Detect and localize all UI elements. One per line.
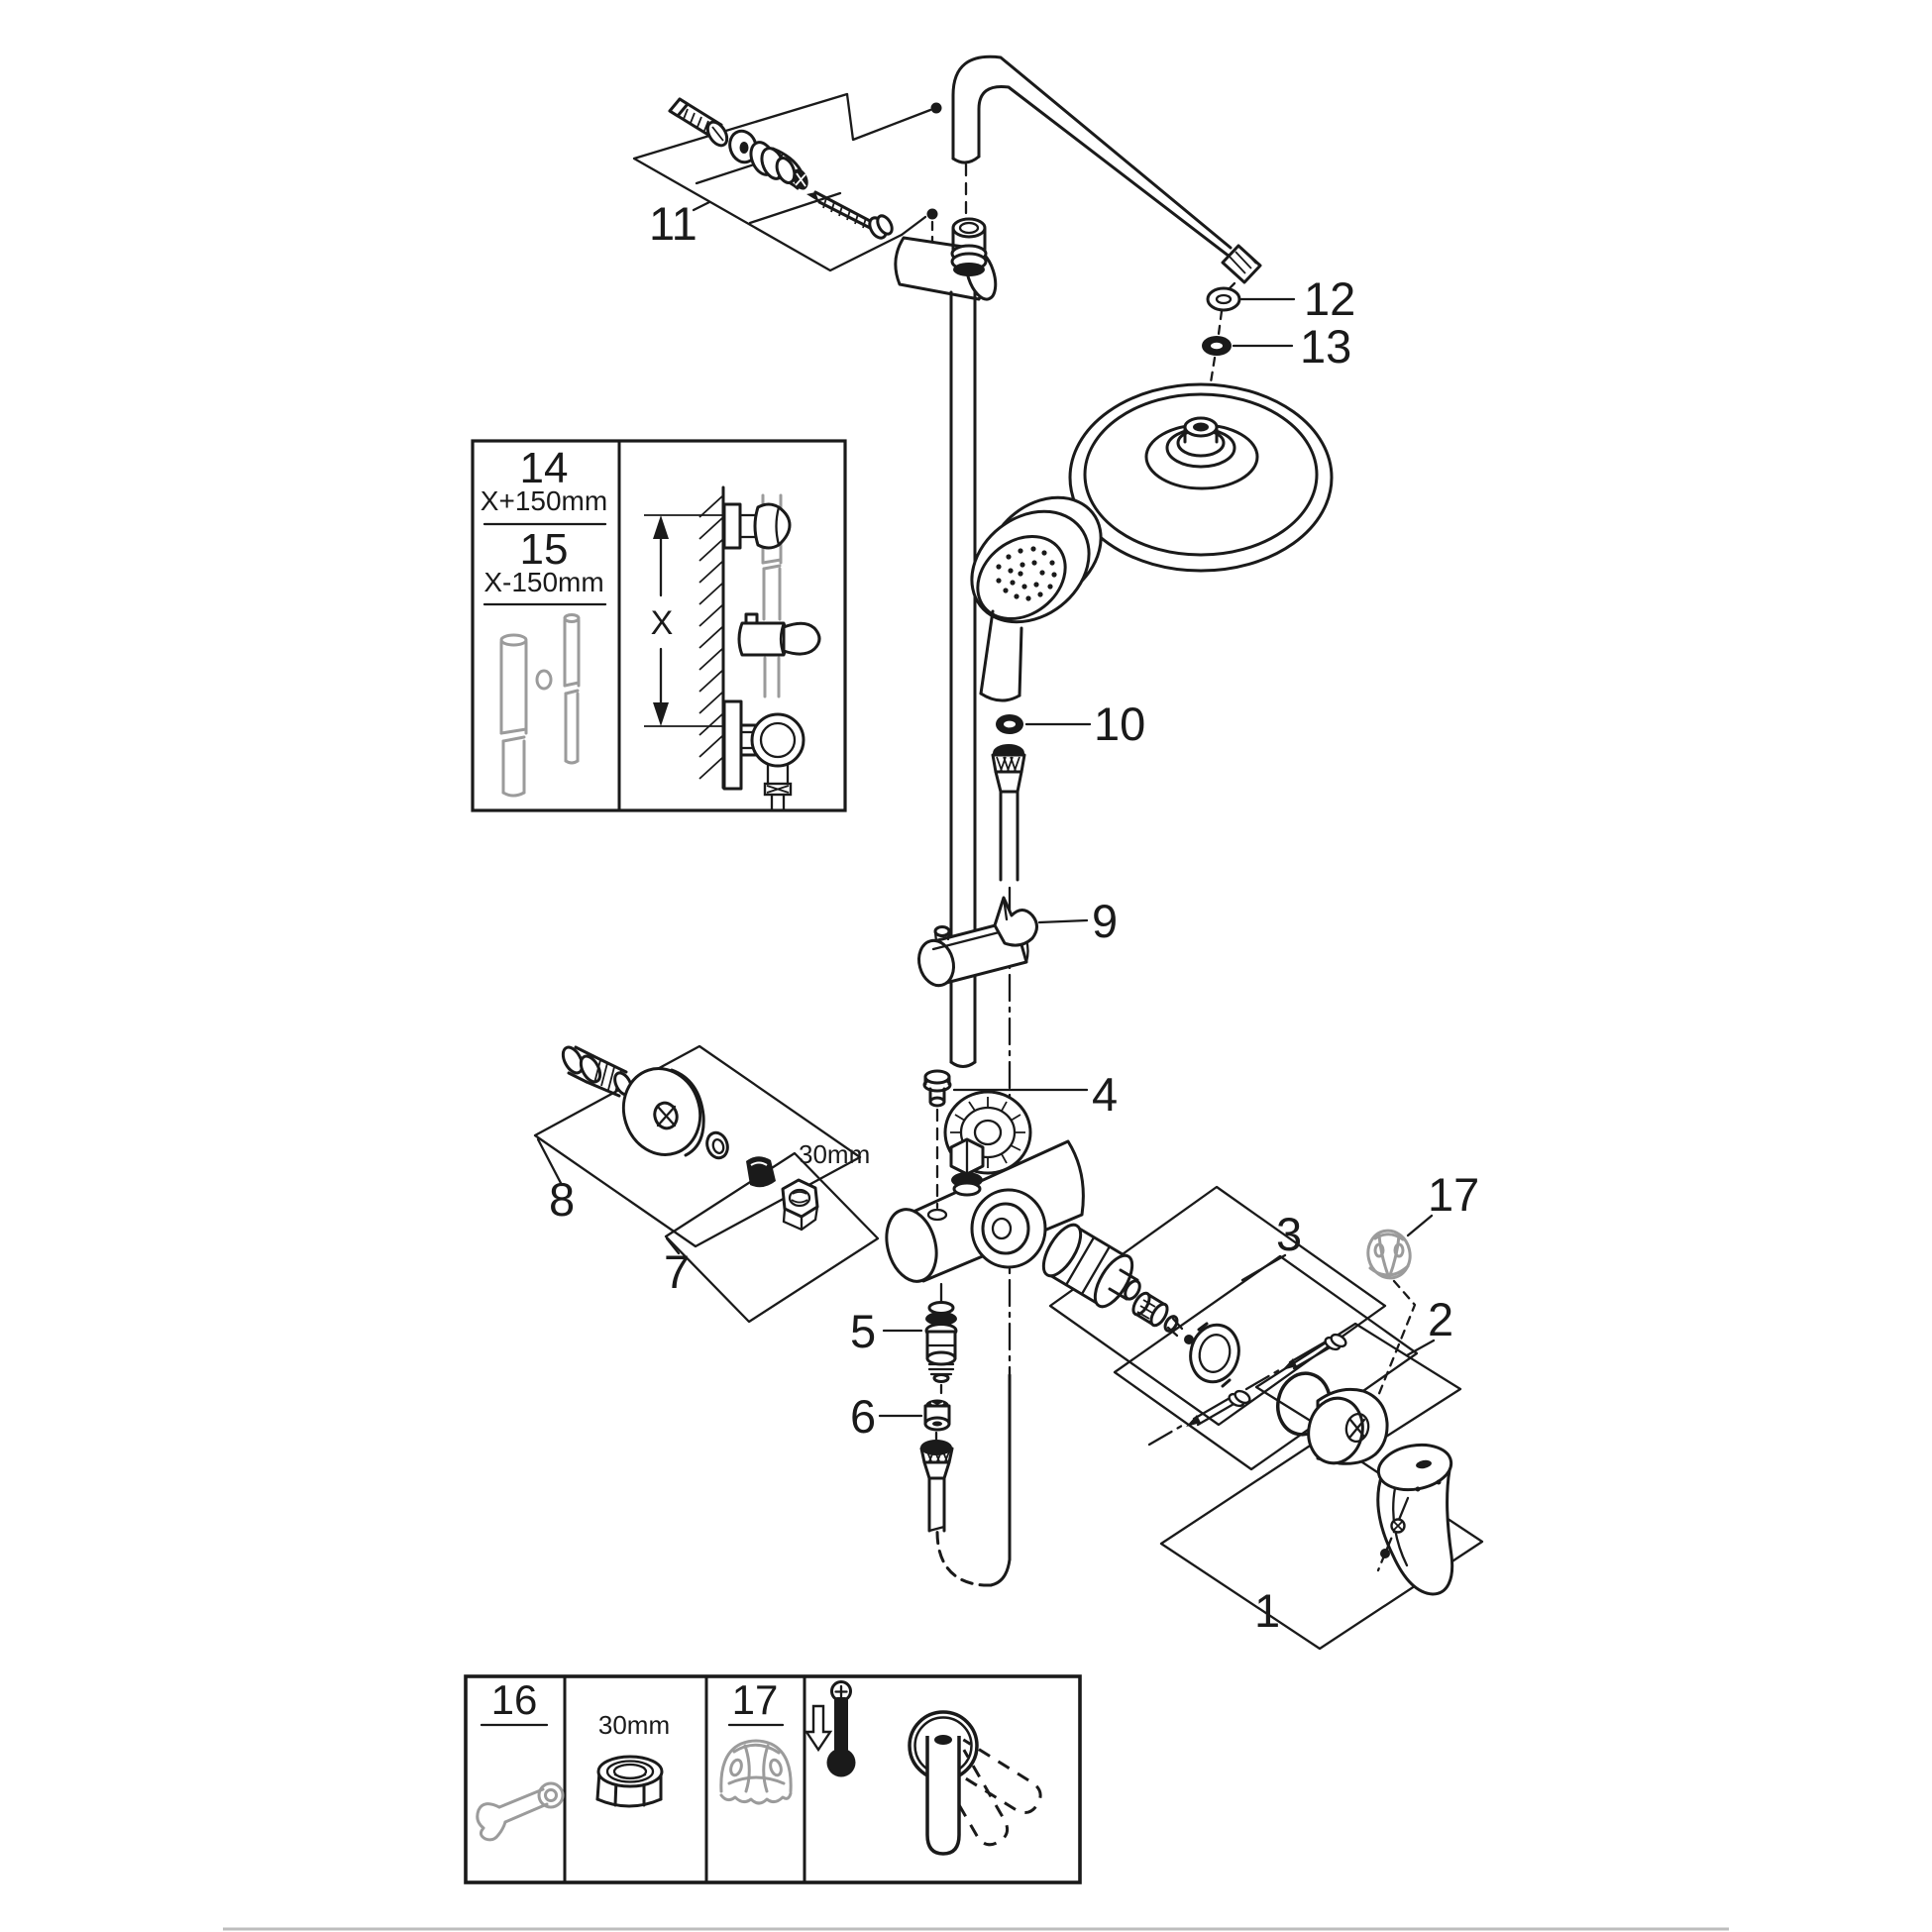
nut-size-annotation: 30mm <box>799 1139 870 1169</box>
legend-cell-17: 17 <box>719 1676 793 1805</box>
open-end-wrench-icon <box>476 1781 565 1842</box>
inset-num-15: 15 <box>520 525 569 574</box>
spline-adapter <box>1131 1291 1169 1328</box>
callout-1: 1 <box>1254 1584 1280 1637</box>
rail-glider-holder <box>917 896 1038 988</box>
callout-leaders <box>536 200 1436 1418</box>
callout-5: 5 <box>850 1305 876 1357</box>
callout-9: 9 <box>1092 895 1118 947</box>
mixer-valve-body <box>885 1090 1085 1283</box>
inset-dimension-x: X <box>644 514 735 727</box>
plug-part-4 <box>922 1069 952 1210</box>
legend-16-label: 16 <box>491 1676 538 1723</box>
fixing-screws <box>1147 1333 1347 1447</box>
callout-13: 13 <box>1300 320 1351 373</box>
lever-handle-1 <box>1376 1443 1454 1596</box>
inset-num-14: 14 <box>520 444 569 492</box>
hose-cone-fitting <box>991 744 1026 882</box>
gray-cap-17 <box>1366 1229 1412 1280</box>
lever-swing-icon <box>908 1710 1042 1856</box>
dome-escutcheon-2 <box>1307 1387 1389 1465</box>
small-screw-and-ball <box>1163 1315 1194 1344</box>
callout-12: 12 <box>1304 272 1355 325</box>
bracket-pin-upper <box>930 102 942 114</box>
cap-17-position-line <box>1376 1279 1417 1398</box>
legend-cell-temperature <box>804 1680 1042 1856</box>
hand-shower <box>970 495 1103 702</box>
seal-10 <box>996 714 1023 734</box>
callout-6: 6 <box>850 1390 876 1443</box>
gray-cap-icon <box>719 1739 793 1805</box>
callout-4: 4 <box>1092 1068 1118 1121</box>
callout-11: 11 <box>649 197 698 250</box>
seal-12 <box>1206 281 1241 312</box>
legend-cell-16: 16 <box>476 1676 565 1842</box>
retaining-ring <box>1189 1322 1240 1388</box>
s-union-nipple <box>561 1045 633 1098</box>
bracket-pin-lower <box>926 208 938 220</box>
callout-8: 8 <box>549 1173 575 1226</box>
wood-screw <box>806 190 894 240</box>
callout-2: 2 <box>1428 1293 1453 1345</box>
shower-arm <box>951 54 1262 284</box>
callout-17: 17 <box>1428 1168 1479 1221</box>
group-plane-1 <box>1159 1435 1484 1651</box>
inset-mixer <box>722 699 805 811</box>
legend-17-label: 17 <box>732 1676 779 1723</box>
dimension-x-label: X <box>651 604 674 642</box>
rail-top-connector <box>894 217 998 301</box>
thermometer-colder-icon <box>804 1680 856 1777</box>
wall-anchor <box>749 141 808 190</box>
washer-8 <box>705 1130 729 1160</box>
inset-top-bracket <box>722 502 792 550</box>
inset-glider <box>737 612 821 657</box>
inset-dim-14: X+150mm <box>481 485 607 516</box>
overhead-shower-head <box>1068 382 1334 573</box>
legend-nut-size: 30mm <box>598 1710 670 1740</box>
thermo-element-5 <box>924 1282 958 1401</box>
callout-7: 7 <box>664 1245 690 1298</box>
mounting-screw-long <box>668 97 729 148</box>
hex-nut-icon <box>595 1755 664 1808</box>
inset-dim-15: X-150mm <box>483 567 603 597</box>
cartridge-3 <box>1041 1223 1141 1309</box>
callout-10: 10 <box>1094 698 1145 750</box>
gasket-7 <box>746 1156 776 1188</box>
legend-box: 16 30mm 17 <box>464 1674 1082 1884</box>
inset-box: 14 X+150mm 15 X-150mm X <box>471 439 847 812</box>
group-plane-3 <box>1048 1185 1419 1471</box>
union-nut-30mm <box>781 1178 819 1232</box>
check-valve-6 <box>923 1399 951 1432</box>
escutcheon-8 <box>621 1067 705 1157</box>
inset-pipes <box>499 613 581 798</box>
callout-3: 3 <box>1276 1208 1302 1260</box>
legend-cell-nut: 30mm <box>595 1710 670 1808</box>
